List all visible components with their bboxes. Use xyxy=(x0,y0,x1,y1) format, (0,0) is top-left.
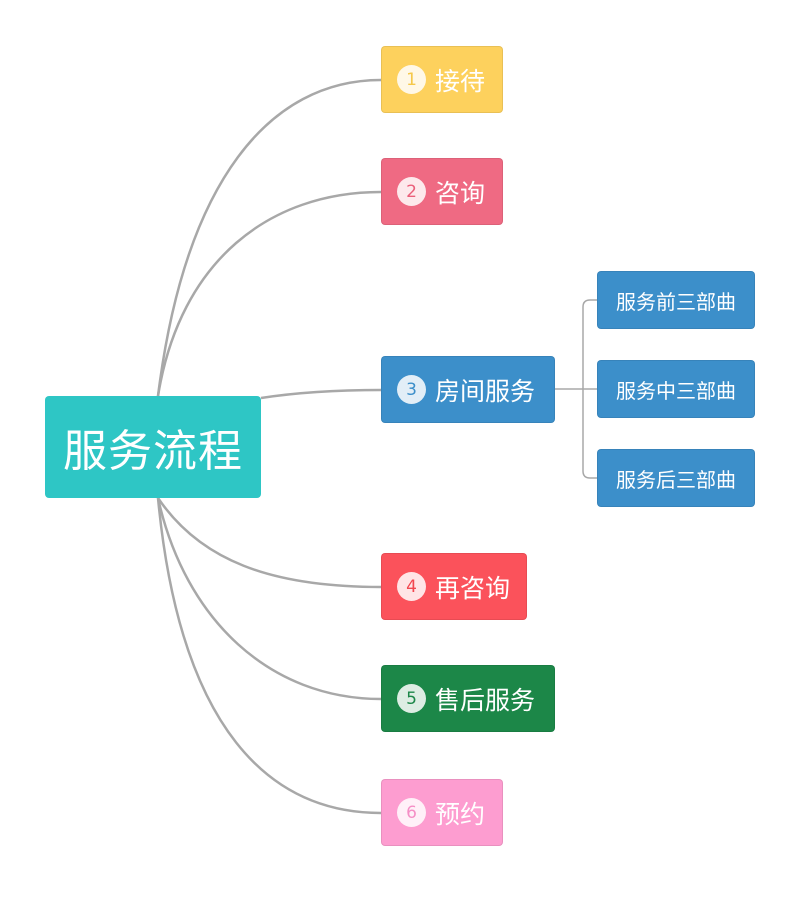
link-root-to-appointment xyxy=(156,497,382,815)
step-number-badge: 6 xyxy=(397,798,426,827)
sub-node-label: 服务前三部曲 xyxy=(616,289,736,314)
branch-node-after-sales[interactable]: 5 售后服务 xyxy=(381,665,555,732)
branch-label: 再咨询 xyxy=(435,573,511,603)
root-node-service-process[interactable]: 服务流程 xyxy=(45,396,261,498)
branch-label: 接待 xyxy=(435,66,486,96)
step-number-badge: 5 xyxy=(397,684,426,713)
step-number-badge: 2 xyxy=(397,177,426,206)
sub-node-label: 服务后三部曲 xyxy=(616,467,736,492)
link-root-to-room-service xyxy=(260,388,382,400)
sub-node-post-service-steps[interactable]: 服务后三部曲 xyxy=(597,449,755,507)
step-number-badge: 1 xyxy=(397,65,426,94)
link-root-to-reception xyxy=(156,78,382,397)
branch-label: 咨询 xyxy=(435,178,486,208)
branch-node-appointment[interactable]: 6 预约 xyxy=(381,779,503,846)
branch-node-consultation[interactable]: 2 咨询 xyxy=(381,158,503,225)
branch-node-room-service[interactable]: 3 房间服务 xyxy=(381,356,555,423)
branch-node-reception[interactable]: 1 接待 xyxy=(381,46,503,113)
link-root-to-after-sales xyxy=(156,497,382,701)
branch-label: 预约 xyxy=(435,799,486,829)
sub-node-label: 服务中三部曲 xyxy=(616,378,736,403)
step-number-badge: 4 xyxy=(397,572,426,601)
sub-node-pre-service-steps[interactable]: 服务前三部曲 xyxy=(597,271,755,329)
branch-node-re-consultation[interactable]: 4 再咨询 xyxy=(381,553,527,620)
root-label: 服务流程 xyxy=(63,426,243,477)
branch-label: 售后服务 xyxy=(435,685,536,715)
step-number-badge: 3 xyxy=(397,375,426,404)
link-root-to-re-consultation xyxy=(156,497,382,589)
sub-node-in-service-steps[interactable]: 服务中三部曲 xyxy=(597,360,755,418)
link-root-to-consultation xyxy=(156,190,382,397)
branch-label: 房间服务 xyxy=(435,376,536,406)
